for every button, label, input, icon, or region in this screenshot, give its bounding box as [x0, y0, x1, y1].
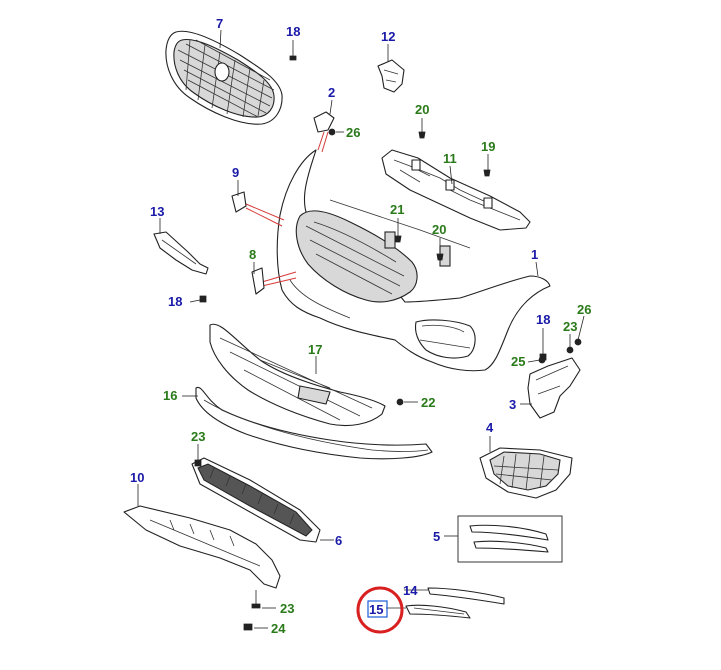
- callout-7[interactable]: 7: [216, 16, 223, 31]
- part-8-bracket[interactable]: [251, 267, 265, 295]
- callout-23-bottom[interactable]: 23: [280, 601, 294, 616]
- fastener-25: [527, 356, 546, 364]
- part-15-highlight: [356, 586, 404, 634]
- callout-17[interactable]: 17: [308, 342, 322, 357]
- part-2-bracket[interactable]: [313, 111, 335, 133]
- callout-22[interactable]: 22: [421, 395, 435, 410]
- fastener-23-right: [566, 334, 574, 354]
- callout-26-top[interactable]: 26: [346, 125, 360, 140]
- part-5-trim-strips[interactable]: [457, 515, 563, 563]
- fastener-26-top: [328, 128, 344, 136]
- callout-8[interactable]: 8: [249, 247, 256, 262]
- fastener-21: [394, 218, 402, 243]
- callout-9[interactable]: 9: [232, 165, 239, 180]
- part-3-side-bracket[interactable]: [527, 357, 581, 419]
- callout-26-right[interactable]: 26: [577, 302, 591, 317]
- part-6-lower-grille[interactable]: [191, 457, 321, 543]
- callout-18-top[interactable]: 18: [286, 24, 300, 39]
- callout-5[interactable]: 5: [433, 529, 440, 544]
- callout-13[interactable]: 13: [150, 204, 164, 219]
- part-13-side-bracket[interactable]: [153, 231, 209, 275]
- callout-4[interactable]: 4: [486, 420, 494, 435]
- callout-3[interactable]: 3: [509, 397, 516, 412]
- part-10-undertray[interactable]: [123, 505, 281, 589]
- callout-18-left[interactable]: 18: [168, 294, 182, 309]
- part-17-lower-absorber[interactable]: [209, 323, 386, 427]
- part-14-trim-strip[interactable]: [427, 587, 505, 605]
- leader-lines: [137, 29, 539, 609]
- callout-2[interactable]: 2: [328, 85, 335, 100]
- fastener-18-right: [539, 328, 547, 361]
- part-7-front-grille[interactable]: [165, 30, 283, 125]
- callout-1[interactable]: 1: [531, 247, 538, 262]
- part-1-bumper-cover[interactable]: [276, 149, 551, 372]
- callout-labels: 7 18 12 2 26 20 11 19 9 13 21 20 1 8 18 …: [130, 16, 591, 636]
- part-4-fog-grille[interactable]: [479, 447, 573, 499]
- fastener-19: [483, 154, 491, 177]
- part-16-lower-valance[interactable]: [195, 386, 433, 460]
- callout-25[interactable]: 25: [511, 354, 525, 369]
- callout-14[interactable]: 14: [403, 583, 418, 598]
- fastener-26-right: [574, 315, 585, 346]
- callout-10[interactable]: 10: [130, 470, 144, 485]
- part-15-trim-strip[interactable]: [405, 604, 471, 619]
- fastener-23-bottom: [251, 590, 276, 609]
- fasteners: [189, 40, 585, 631]
- callout-18-right[interactable]: 18: [536, 312, 550, 327]
- callout-23-left[interactable]: 23: [191, 429, 205, 444]
- fastener-18-top: [289, 40, 297, 61]
- part-9-clip[interactable]: [231, 191, 247, 213]
- fastener-24: [243, 623, 268, 631]
- callout-11[interactable]: 11: [443, 151, 457, 166]
- callout-21[interactable]: 21: [390, 202, 404, 217]
- leader-lines-red: [245, 131, 329, 287]
- part-12-bracket[interactable]: [377, 59, 405, 93]
- callout-15[interactable]: 15: [369, 602, 383, 617]
- callout-23-right[interactable]: 23: [563, 319, 577, 334]
- fastener-20-top: [418, 118, 426, 139]
- fastener-20-mid: [436, 238, 444, 261]
- fastener-22: [396, 398, 418, 406]
- callout-6[interactable]: 6: [335, 533, 342, 548]
- callout-20-mid[interactable]: 20: [432, 222, 446, 237]
- callout-16[interactable]: 16: [163, 388, 177, 403]
- callout-24[interactable]: 24: [271, 621, 286, 636]
- part-11-upper-shield[interactable]: [381, 149, 531, 231]
- fastener-18-left: [189, 295, 207, 303]
- callout-12[interactable]: 12: [381, 29, 395, 44]
- fastener-23-left: [194, 444, 202, 467]
- callout-19[interactable]: 19: [481, 139, 495, 154]
- callout-20-top[interactable]: 20: [415, 102, 429, 117]
